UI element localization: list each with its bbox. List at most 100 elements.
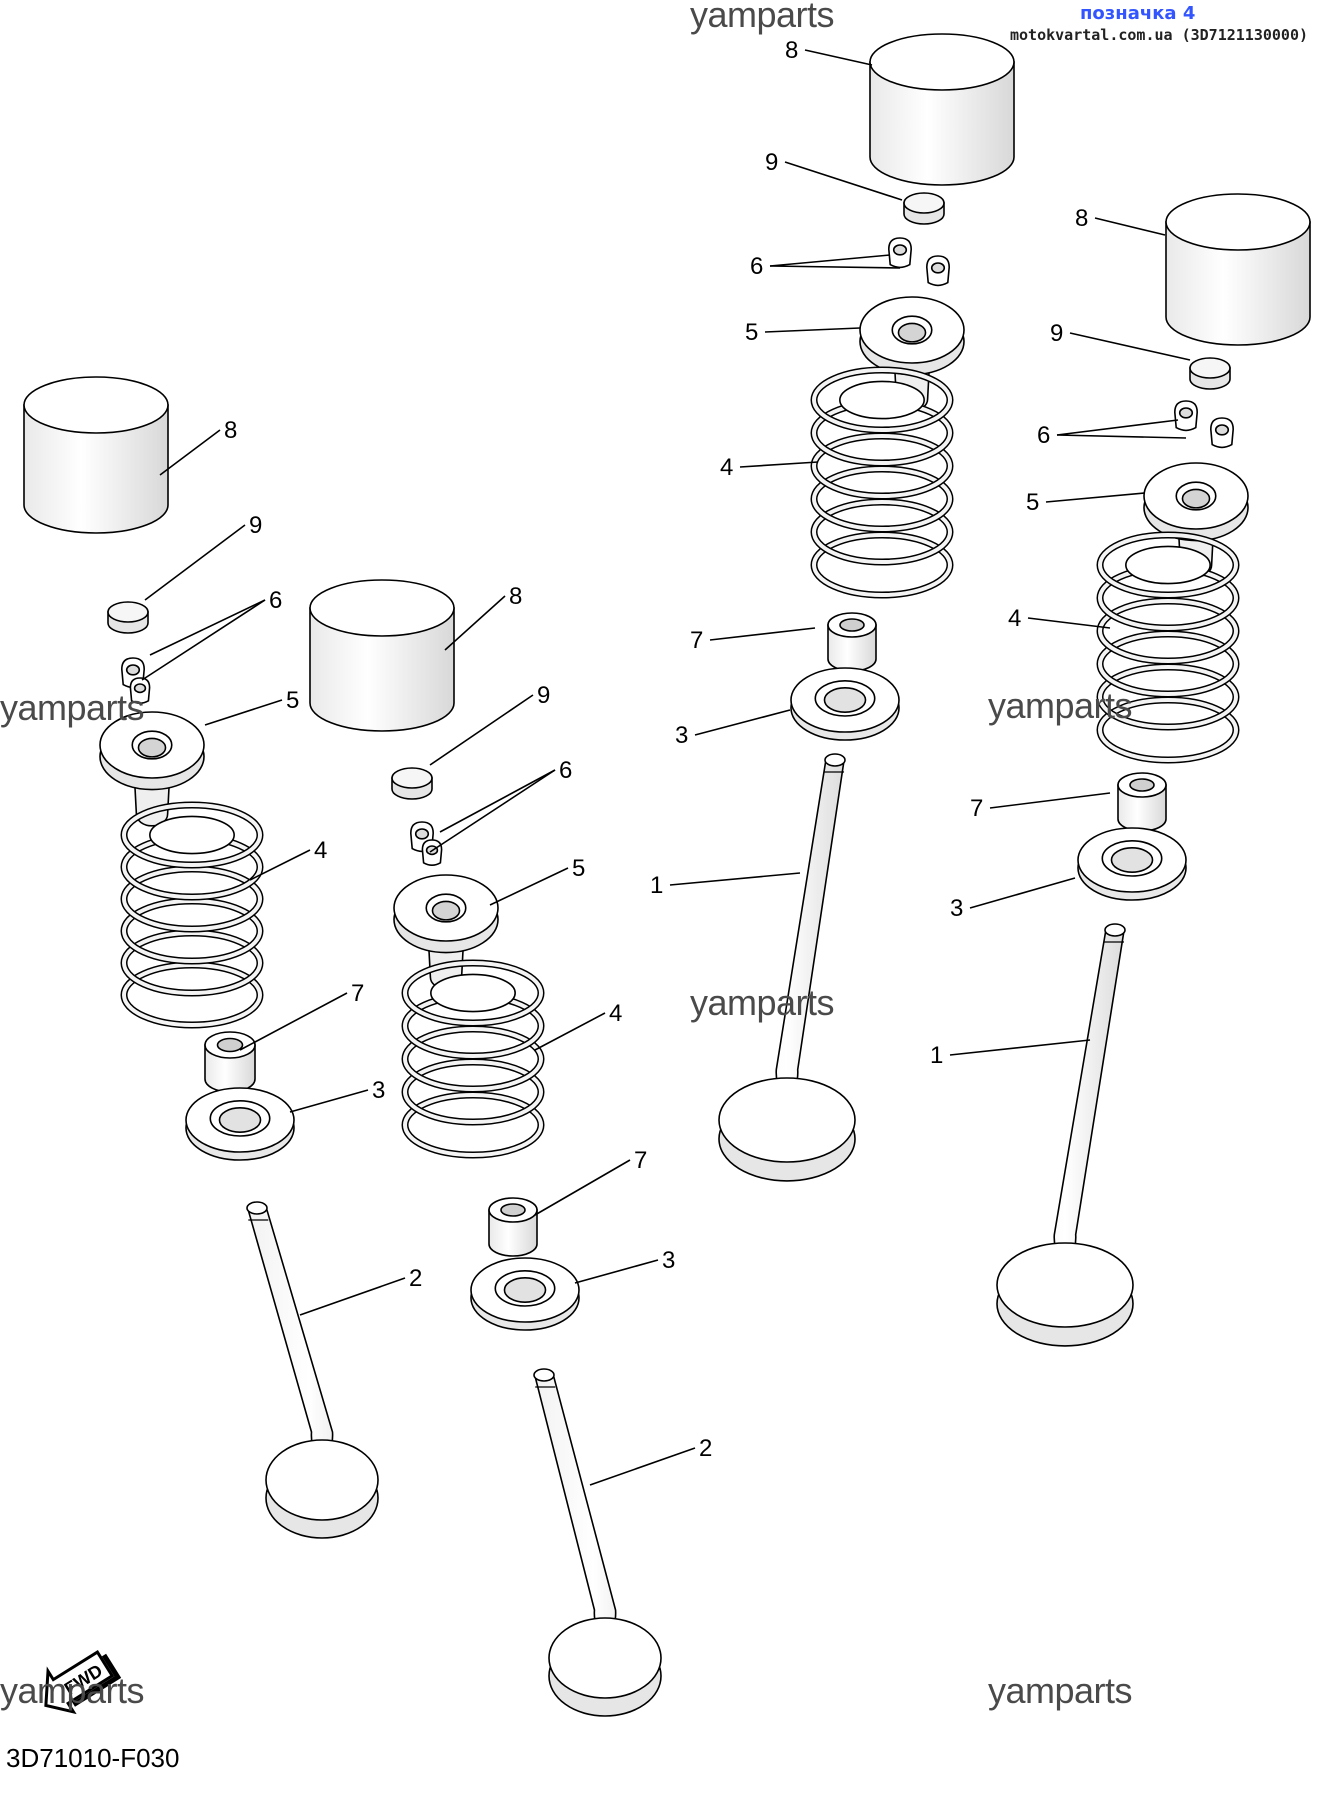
leader-line — [159, 429, 221, 476]
valve — [246, 1201, 379, 1539]
callout-number-4: 4 — [1008, 605, 1021, 632]
valve-spring — [1096, 531, 1240, 764]
callout-number-6: 6 — [269, 587, 282, 614]
valve-lifter-bucket — [309, 579, 455, 732]
callout-number-5: 5 — [286, 687, 299, 714]
leader-line — [444, 595, 506, 651]
leader-line — [739, 461, 819, 468]
leader-line — [1056, 434, 1187, 439]
leader-line — [144, 524, 246, 601]
leader-line — [534, 1012, 606, 1051]
valve-lifter-bucket — [1165, 193, 1311, 346]
leader-line — [694, 709, 791, 736]
valve-shim — [1189, 357, 1231, 390]
valve-spring-retainer — [393, 874, 499, 990]
valve-cotter — [887, 237, 913, 269]
valve-cotter — [120, 657, 146, 689]
valve-lifter-bucket — [23, 376, 169, 534]
watermark-left: yamparts — [0, 687, 145, 728]
leader-line — [949, 1039, 1091, 1056]
callout-number-9: 9 — [765, 149, 778, 176]
header-title: позначка 4 — [1080, 3, 1196, 24]
valve — [718, 753, 856, 1182]
callout-number-7: 7 — [970, 795, 983, 822]
callout-number-7: 7 — [351, 980, 364, 1007]
leader-line — [784, 161, 903, 201]
watermark-right: yamparts — [988, 685, 1133, 726]
leader-line — [249, 849, 311, 881]
leader-line — [429, 694, 534, 766]
leader-line — [804, 49, 873, 66]
valve-cotter — [129, 677, 151, 704]
diagram-code: 3D71010-F030 — [6, 1743, 180, 1773]
valve-spring-seat — [185, 1087, 295, 1161]
callout-number-3: 3 — [675, 722, 688, 749]
leader-line — [299, 1277, 406, 1316]
leader-line — [429, 769, 556, 853]
leader-line — [289, 1089, 369, 1113]
parts-layer — [23, 33, 1311, 1717]
leader-line — [769, 254, 891, 267]
callout-number-8: 8 — [224, 417, 237, 444]
leader-line — [239, 992, 348, 1051]
valve-shim — [391, 767, 433, 800]
watermark-center: yamparts — [690, 982, 835, 1023]
callout-number-9: 9 — [537, 682, 550, 709]
valve-stem-seal — [488, 1197, 538, 1257]
callout-number-5: 5 — [1026, 489, 1039, 516]
callout-number-8: 8 — [785, 37, 798, 64]
callout-number-3: 3 — [372, 1077, 385, 1104]
valve — [996, 923, 1134, 1347]
valve-shim — [107, 601, 149, 634]
leader-line — [669, 872, 801, 886]
callout-number-6: 6 — [559, 757, 572, 784]
valve-cotter — [1209, 417, 1235, 449]
callout-number-9: 9 — [1050, 320, 1063, 347]
valve-stem-seal — [204, 1031, 256, 1093]
leader-line — [1056, 419, 1179, 436]
valve-shim — [903, 192, 945, 225]
valve-spring — [810, 366, 954, 599]
leader-line — [709, 627, 816, 641]
valve — [533, 1368, 662, 1717]
callout-number-4: 4 — [314, 837, 327, 864]
callout-number-7: 7 — [634, 1147, 647, 1174]
watermark-bottom-left: yamparts — [0, 1670, 145, 1711]
callout-number-6: 6 — [1037, 422, 1050, 449]
callout-number-4: 4 — [609, 1000, 622, 1027]
leader-line — [439, 769, 556, 833]
leader-line — [989, 792, 1111, 809]
watermark-bottom-right: yamparts — [988, 1670, 1133, 1711]
valve-stem-seal — [1117, 772, 1167, 832]
leader-line — [204, 699, 283, 726]
callout-number-5: 5 — [572, 855, 585, 882]
leader-line — [141, 599, 266, 681]
valve-spring — [120, 801, 264, 1029]
valve-cotter — [1173, 400, 1199, 432]
leader-lines — [141, 49, 1191, 1486]
watermark-top: yamparts — [690, 0, 835, 35]
valve-stem-seal — [827, 612, 877, 672]
valve-spring-seat — [790, 667, 900, 741]
callout-number-5: 5 — [745, 319, 758, 346]
leader-line — [489, 867, 569, 906]
header-subtitle: motokvartal.com.ua (3D7121130000) — [1010, 26, 1309, 44]
callout-number-3: 3 — [950, 895, 963, 922]
valve-spring — [401, 959, 545, 1159]
leader-line — [769, 265, 901, 269]
leader-line — [1069, 332, 1191, 361]
leader-line — [1045, 492, 1146, 503]
callout-number-8: 8 — [1075, 205, 1088, 232]
callout-number-1: 1 — [930, 1042, 943, 1069]
leader-line — [764, 327, 861, 333]
valve-spring-seat — [470, 1257, 580, 1331]
leader-line — [969, 877, 1076, 909]
callout-number-2: 2 — [699, 1435, 712, 1462]
callout-number-9: 9 — [249, 512, 262, 539]
callout-number-8: 8 — [509, 583, 522, 610]
leader-line — [589, 1447, 696, 1486]
valve-lifter-bucket — [869, 33, 1015, 186]
callout-number-1: 1 — [650, 872, 663, 899]
